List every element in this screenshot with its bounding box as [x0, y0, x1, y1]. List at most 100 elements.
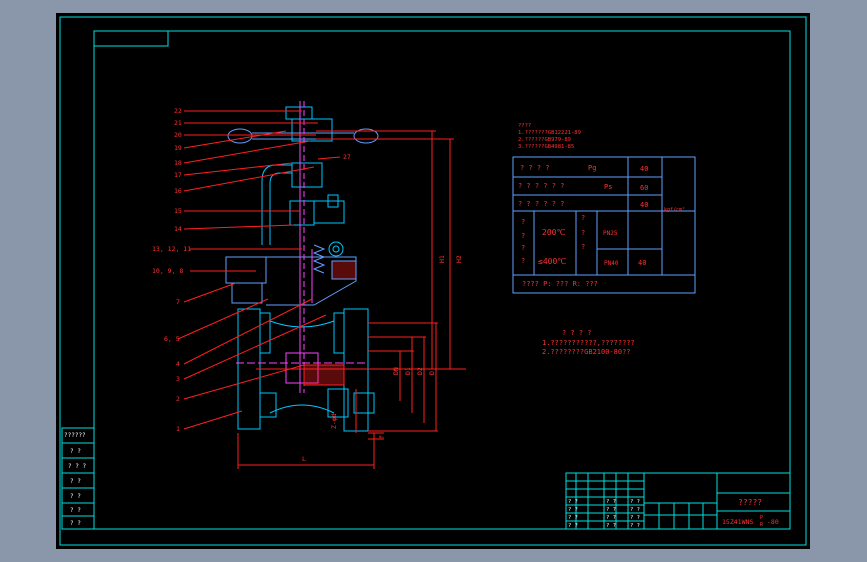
spec-row1-unit: Pg — [588, 164, 596, 172]
title-block-cell-0-1: ? ? — [606, 499, 616, 505]
dim-l: L — [302, 455, 306, 463]
drawing-number: 15Z41WNS — [722, 518, 753, 526]
tech-notes-title: ???? — [518, 123, 531, 129]
leader-line-4 — [183, 140, 311, 164]
tech-notes-line-3: 3.??????GB4981-85 — [518, 144, 574, 150]
spec-col-q1: ? — [581, 214, 585, 222]
requirements-line-1: 1.???????????,???????? — [542, 339, 635, 347]
drawing-frame — [93, 30, 791, 530]
part-6-5: 6, 5 — [164, 335, 180, 343]
title-block-cell-2-2: ? ? — [630, 515, 640, 521]
spec-medium-3: ? — [521, 244, 525, 252]
part-21: 21 — [174, 119, 182, 127]
title-block-cell-2-0: ? ? — [568, 515, 578, 521]
leader-line-6 — [183, 166, 315, 192]
part-10-9-8: 10, 9, 8 — [152, 267, 183, 275]
leader-line-17 — [317, 156, 341, 160]
strip-label-5: ? ? — [70, 507, 81, 514]
drawing-number-suffix: -80 — [767, 518, 779, 526]
valve-assembly — [177, 101, 466, 469]
leader-line-3 — [183, 130, 287, 149]
strip-label-3: ? ? — [70, 478, 81, 485]
part-18: 18 — [174, 159, 182, 167]
spec-row1-value: 40 — [640, 165, 648, 173]
spec-row1-label: ? ? ? ? — [520, 164, 550, 172]
part-22: 22 — [174, 107, 182, 115]
spec-row3-label: ? ? ? ? ? ? — [518, 200, 564, 208]
bonnet — [225, 244, 357, 306]
title-block-cell-1-0: ? ? — [568, 507, 578, 513]
spec-rank-pn40: PN40 — [604, 260, 619, 267]
spec-row2-unit: Ps — [604, 183, 612, 191]
dim-zd: Z-φd — [330, 413, 338, 429]
leader-line-5 — [183, 162, 293, 176]
sheet-border — [59, 16, 807, 546]
spec-row2-label: ? ? ? ? ? ? — [518, 182, 564, 190]
leader-line-13 — [183, 298, 313, 365]
part-19: 19 — [174, 144, 182, 152]
spec-temp-200: 200℃ — [542, 228, 565, 237]
dim-d: D — [428, 371, 436, 375]
title-block-cell-3-2: ? ? — [630, 523, 640, 529]
title-block-cell-3-1: ? ? — [606, 523, 616, 529]
drawing-fraction-top: P — [760, 515, 763, 521]
requirements-line-2: 2.????????GB2100-80?? — [542, 348, 631, 356]
drawing-name: ????? — [738, 498, 762, 507]
dim-h1: H1 — [438, 255, 446, 263]
title-block-cell-0-0: ? ? — [568, 499, 578, 505]
part-14: 14 — [174, 225, 182, 233]
leader-line-12 — [177, 298, 269, 340]
spec-rank-pn40-value: 40 — [638, 259, 646, 267]
drawing-fraction-bottom: R — [760, 522, 764, 528]
tech-notes-line-2: 2.??????GB979-89 — [518, 137, 571, 143]
leader-line-15 — [183, 364, 305, 400]
part-7: 7 — [176, 298, 180, 306]
cad-viewport[interactable]: ?????? ? ? ? ? ? ? ? ? ? ? ? ? ? — [56, 13, 810, 549]
spec-row2-value: 60 — [640, 184, 648, 192]
dim-d2: D2 — [416, 367, 424, 375]
leader-line-11 — [183, 282, 237, 303]
part-17: 17 — [174, 171, 182, 179]
part-27: 27 — [343, 153, 351, 161]
dim-dn: DN — [392, 367, 400, 375]
dim-d1: D1 — [404, 367, 412, 375]
tech-notes-line-1: 1.???????GB12221-89 — [518, 130, 581, 136]
drawing-canvas: ?????? ? ? ? ? ? ? ? ? ? ? ? ? ? — [59, 16, 807, 546]
strip-label-1: ? ? — [70, 448, 81, 455]
dimension-lines — [237, 130, 466, 469]
spec-row3-value: 40 — [640, 201, 648, 209]
spec-medium-2: ? — [521, 232, 525, 240]
title-block-cell-2-1: ? ? — [606, 515, 616, 521]
part-15: 15 — [174, 207, 182, 215]
leader-line-16 — [183, 410, 243, 430]
part-1: 1 — [176, 425, 180, 433]
spec-table — [512, 156, 696, 294]
title-block-cell-1-1: ? ? — [606, 507, 616, 513]
leader-line-14 — [183, 314, 327, 380]
valve-body — [236, 308, 375, 432]
title-block — [565, 472, 791, 530]
part-20: 20 — [174, 131, 182, 139]
leader-line-8 — [183, 224, 295, 230]
part-13-12-11: 13, 12, 11 — [152, 245, 191, 253]
yoke — [261, 162, 345, 257]
corner-box — [93, 30, 169, 47]
handwheel — [227, 106, 379, 144]
part-2: 2 — [176, 395, 180, 403]
dim-h2: H2 — [455, 255, 463, 263]
strip-label-4: ? ? — [70, 493, 81, 500]
spec-medium-1: ? — [521, 218, 525, 226]
part-3: 3 — [176, 375, 180, 383]
title-block-cell-3-0: ? ? — [568, 523, 578, 529]
requirements-title: ? ? ? ? — [562, 329, 592, 337]
title-block-cell-0-2: ? ? — [630, 499, 640, 505]
spec-medium-4: ? — [521, 257, 525, 265]
spec-footer: ???? P: ??? R: ??? — [522, 280, 598, 288]
strip-label-2: ? ? ? — [68, 463, 86, 470]
spec-rank-pn25: PN25 — [603, 230, 618, 237]
spec-temp-400: ≤400℃ — [538, 257, 566, 266]
strip-label-6: ? ? — [70, 520, 81, 527]
spec-unit-note: kgf/cm² — [664, 207, 685, 213]
spec-col-q2: ? — [581, 229, 585, 237]
strip-label-0: ?????? — [64, 432, 86, 439]
